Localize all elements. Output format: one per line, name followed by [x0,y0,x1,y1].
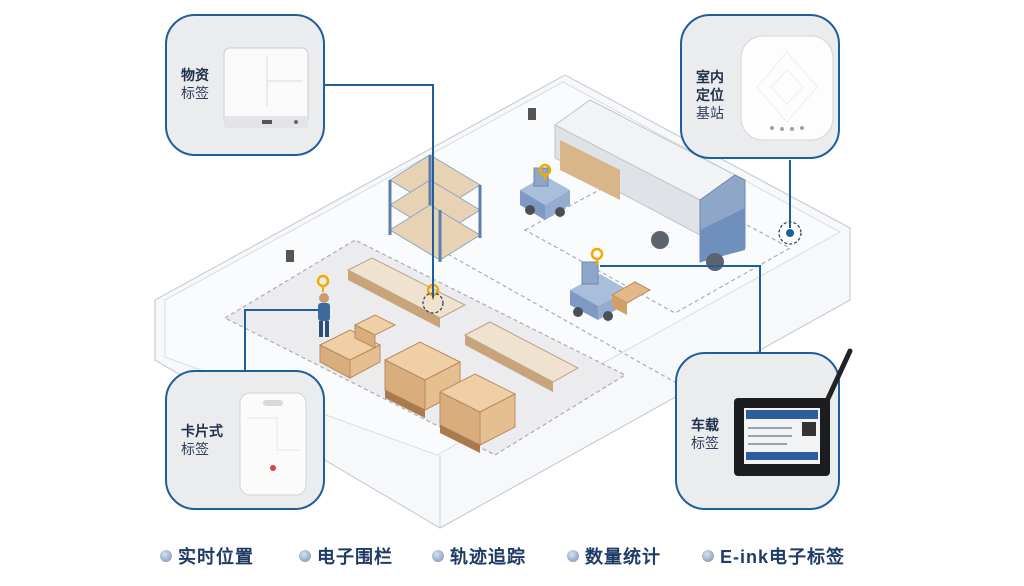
truck [554,99,746,271]
card-subtitle: 标签 [691,435,719,451]
storage-rack [388,154,482,262]
bullet-icon [702,550,714,562]
card-title: 物资 [181,67,209,83]
vehicle-tag-device-icon [734,348,853,476]
vehicle-tag-card: 车载 标签 [675,348,853,510]
material-tag-label: 物资 标签 [181,66,209,102]
card-subtitle: 基站 [696,105,724,121]
material-tag-card: 物资 标签 [165,14,325,156]
wall-panel [286,250,294,262]
card-title: 定位 [696,87,724,103]
legend-item-quantity-stats: 数量统计 [567,544,661,568]
forklift-1 [520,167,570,220]
legend-item-geofence: 电子围栏 [299,544,393,568]
wall-panel [528,108,536,120]
legend-label: 电子围栏 [317,547,393,567]
box-stacks [318,314,517,453]
base-station-card: 室内 定位 基站 [680,14,840,159]
connector-lines [244,84,791,375]
card-title: 室内 [696,69,724,85]
location-marker [316,274,330,292]
ceiling-anchor-device-icon [740,35,834,141]
bullet-icon [432,550,444,562]
bullet-icon [299,550,311,562]
card-tag-label: 卡片式 标签 [181,422,223,458]
legend-label: 轨迹追踪 [450,547,526,567]
card-tag-card: 卡片式 标签 [165,370,325,510]
card-subtitle: 标签 [181,85,209,101]
location-marker [538,163,552,180]
legend-item-trajectory: 轨迹追踪 [432,544,526,568]
worker [318,293,330,337]
legend-item-eink-tag: E-ink电子标签 [702,544,845,568]
location-marker [590,247,604,265]
vehicle-tag-label: 车载 标签 [691,416,719,452]
legend-label: 数量统计 [585,547,661,567]
card-subtitle: 标签 [181,441,209,457]
card-title: 车载 [691,417,719,433]
legend-item-realtime-location: 实时位置 [160,544,254,568]
base-station-label: 室内 定位 基站 [696,68,724,122]
asset-tag-device-icon [223,47,309,128]
legend-label: E-ink电子标签 [720,547,846,567]
forklift-2 [570,261,652,321]
bullet-icon [160,550,172,562]
legend-label: 实时位置 [178,547,254,567]
bullet-icon [567,550,579,562]
floor-shelves [346,257,580,392]
badge-tag-device-icon [239,392,307,496]
feature-legend: 实时位置 电子围栏 轨迹追踪 数量统计 E-ink电子标签 [0,536,1024,576]
card-title: 卡片式 [181,423,223,439]
